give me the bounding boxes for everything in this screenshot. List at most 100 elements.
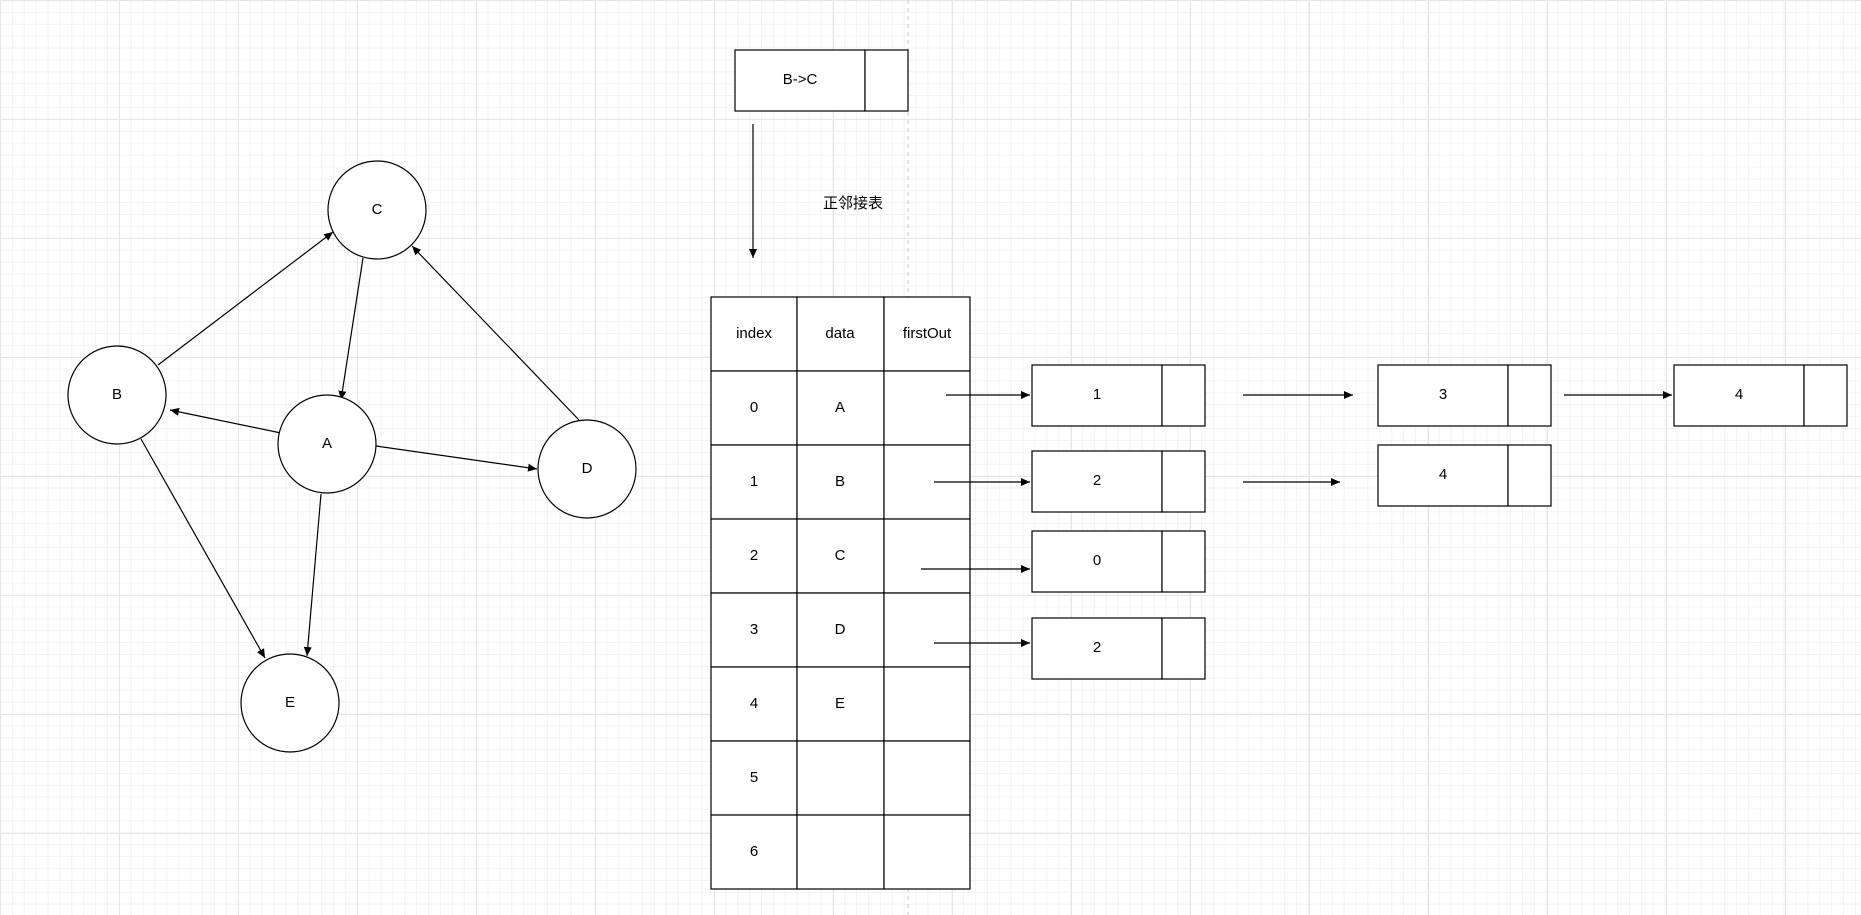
table-cell [796,814,885,890]
table-cell [796,370,885,446]
graph-node-b: B [67,345,167,445]
table-cell-index: 4 [750,695,758,712]
table-cell [796,666,885,742]
table-cell-index: 5 [750,769,758,786]
table-cell [710,740,798,816]
caption: 正邻接表 [823,195,883,212]
table-cell-data: B [835,473,845,490]
table-cell-firstout [883,518,971,594]
list-node-pointer-cell [1507,444,1552,507]
list-node: 4 [1673,364,1848,427]
table-cell-firstout [883,592,971,668]
list-node-label: 0 [1093,552,1101,569]
list-node-label: 1 [1093,386,1101,403]
list-node-label: 4 [1439,466,1447,483]
edge-a-d [375,445,538,472]
graph-edges [140,231,580,659]
table-cell-firstout [883,666,971,742]
node-circle [327,160,427,260]
table-cell [710,666,798,742]
node-circle [537,419,637,519]
table-row: 3 D [710,592,971,668]
node-label: D [582,460,593,477]
legend-node-label: B->C [783,71,818,88]
table-cell-firstout [883,740,971,816]
table-row: 5 [710,740,971,816]
list-node-data-cell [1377,444,1509,507]
table-cell-firstout [883,814,971,890]
list-node-pointer-cell [1161,530,1206,593]
node-label: C [372,201,383,218]
table-row: 0 A [710,370,971,446]
node-circle [67,345,167,445]
table-row: 1 B [710,444,971,520]
legend-node: B->C [734,49,909,112]
table-row: 4 E [710,666,971,742]
table-cell-firstout [883,370,971,446]
list-node-data-cell [1031,364,1163,427]
list-node-pointer-cell [1161,450,1206,513]
list-node: 4 [1377,444,1552,507]
table-cell [796,740,885,816]
edge-b-e [140,438,266,659]
table-header-cell [883,296,971,372]
list-node-label: 2 [1093,639,1101,656]
table-header-cell [796,296,885,372]
list-node: 2 [1031,617,1206,680]
table-cell-data: E [835,695,845,712]
list-node: 2 [1031,450,1206,513]
table-cell-index: 3 [750,621,758,638]
list-node-pointer-cell [1507,364,1552,427]
vertex-table: index data firstOut 0 A 1 B 2 C [710,296,971,890]
table-cell-data: A [835,399,845,416]
table-row: 2 C [710,518,971,594]
table-cell [710,444,798,520]
table-cell [710,518,798,594]
list-node: 1 [1031,364,1206,427]
table-cell [796,444,885,520]
table-cell [710,592,798,668]
list-node-label: 3 [1439,386,1447,403]
edge-c-a [338,257,364,401]
list-node-data-cell [1031,450,1163,513]
table-cell-index: 1 [750,473,758,490]
edge-a-b [169,407,282,434]
edge-b-c [157,231,334,366]
table-header-cell [710,296,798,372]
table-header-index: index [736,325,772,342]
list-node-pointer-cell [1161,364,1206,427]
table-cell [710,814,798,890]
table-row: 6 [710,814,971,890]
edge-a-e [303,493,322,657]
graph-node-c: C [327,160,427,260]
table-header-firstout: firstOut [903,325,952,342]
table-cell-data: C [835,547,846,564]
node-label: A [322,435,332,452]
node-circle [277,394,377,494]
node-circle [240,653,340,753]
graph-node-e: E [240,653,340,753]
table-cell-index: 2 [750,547,758,564]
graph-node-a: A [277,394,377,494]
table-cell-index: 6 [750,843,758,860]
table-cell-index: 0 [750,399,758,416]
edge-d-c [411,245,580,421]
table-cell [796,592,885,668]
list-node-pointer-cell [1803,364,1848,427]
node-label: E [285,694,295,711]
list-node-data-cell [1031,530,1163,593]
list-node-data-cell [1031,617,1163,680]
table-cell [796,518,885,594]
legend-node-data-cell [734,49,866,112]
legend-node-pointer-cell [864,49,909,112]
table-header-data: data [825,325,855,342]
list-node: 3 [1377,364,1552,427]
list-node-pointer-cell [1161,617,1206,680]
node-label: B [112,386,122,403]
list-node-data-cell [1673,364,1805,427]
table-cell-data: D [835,621,846,638]
list-node-data-cell [1377,364,1509,427]
list-node: 0 [1031,530,1206,593]
list-node-label: 2 [1093,472,1101,489]
